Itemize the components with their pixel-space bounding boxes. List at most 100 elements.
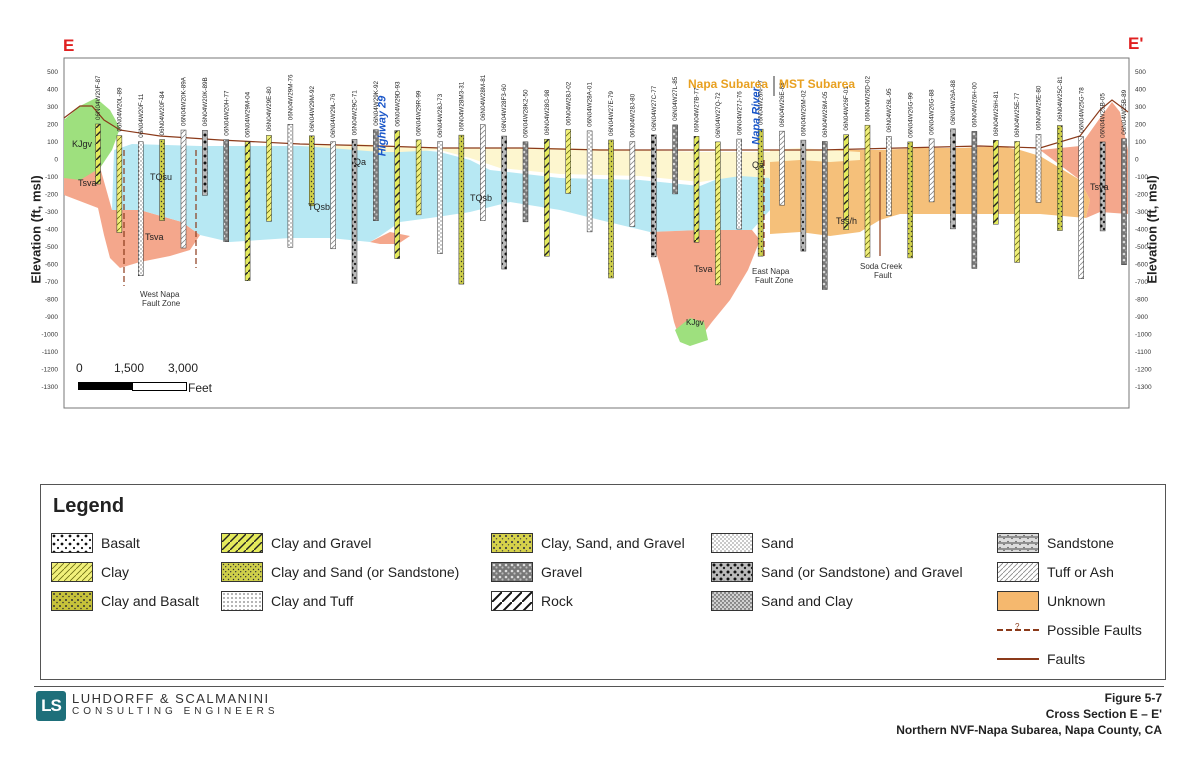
unit-label: TQsb — [308, 202, 331, 212]
well-column — [822, 141, 828, 290]
well-label: 06N04W26E-88 — [779, 82, 786, 127]
well-label: 06N04W29L-76 — [330, 93, 337, 138]
well-label: 06N04W29M-76 — [287, 74, 294, 120]
well-column — [522, 141, 529, 223]
legend-item-clay-sand-gravel: Clay, Sand, and Gravel — [491, 533, 685, 553]
section-end-label: E' — [1128, 34, 1144, 53]
well-column — [330, 141, 336, 250]
well-column — [373, 129, 379, 221]
well-column — [608, 139, 614, 279]
fault-label: Fault — [874, 271, 892, 280]
unit-label: Qa — [752, 160, 765, 170]
elevation-tick-left: 200 — [47, 122, 58, 129]
well-label: 06N04W29K-92 — [373, 80, 380, 125]
well-label: 06N04W28M-81 — [480, 74, 487, 120]
well-column — [779, 130, 785, 206]
elevation-tick-right: -1200 — [1135, 367, 1152, 374]
legend-item-clay-gravel: Clay and Gravel — [221, 533, 371, 553]
well-column — [715, 141, 721, 286]
well-column — [415, 139, 422, 216]
fault-label: Fault Zone — [142, 299, 181, 308]
legend-item-sand-clay: Sand and Clay — [711, 591, 853, 611]
well-label: 06N04W29R-99 — [416, 90, 423, 136]
elevation-tick-left: -1300 — [41, 384, 58, 391]
well-label: 06N04W26M-05 — [822, 91, 829, 137]
subarea-right-label: MST Subarea — [779, 77, 856, 91]
well-label: 06N04W26N-77 — [758, 80, 765, 126]
well-label: 06N04W25B-05 — [1100, 93, 1107, 138]
elevation-tick-left: 0 — [54, 157, 58, 164]
elevation-tick-right: 100 — [1135, 139, 1146, 146]
well-column — [629, 141, 636, 227]
company-subtitle: CONSULTING ENGINEERS — [72, 706, 279, 717]
unit-kjgv-center — [675, 318, 708, 346]
elevation-tick-right: -700 — [1135, 279, 1148, 286]
elevation-tick-right: -1000 — [1135, 332, 1152, 339]
legend-item-clay: Clay — [51, 562, 129, 582]
legend-title: Legend — [53, 495, 125, 517]
unit-kjgv-left — [64, 98, 120, 180]
well-label: 06N04W27E-79 — [608, 91, 615, 136]
well-label: 06N04W20F-87 — [95, 75, 102, 120]
legend-item-clay-basalt: Clay and Basalt — [51, 591, 199, 611]
elevation-tick-left: -400 — [45, 227, 58, 234]
elevation-tick-left: -300 — [45, 209, 58, 216]
well-label: 06N04W20F-84 — [159, 91, 166, 136]
unit-label: TQsb — [470, 193, 493, 203]
section-start-label: E — [63, 36, 75, 55]
well-column — [95, 123, 101, 185]
well-label: 06N04W26F-01 — [843, 86, 850, 131]
well-label: 06N04W29E-80 — [266, 86, 273, 131]
elevation-tick-left: 100 — [47, 139, 58, 146]
figure-title: Cross Section E – E' — [1045, 707, 1162, 721]
well-label: 06N04W28F3-60 — [501, 84, 508, 132]
well-columns — [95, 123, 1127, 290]
well-column — [1078, 136, 1084, 279]
unit-label: Tss/h — [836, 216, 858, 226]
company-name: LUHDORFF & SCALMANINI — [72, 691, 270, 706]
well-column — [950, 128, 956, 230]
well-label: 06N04W26G-99 — [907, 92, 914, 138]
well-label: 06N04W29M-04 — [245, 91, 252, 137]
well-label: 06N04W20F-11 — [138, 93, 145, 137]
elevation-tick-right: 300 — [1135, 104, 1146, 111]
scale-bar-white — [132, 382, 187, 391]
well-column — [180, 129, 187, 249]
unit-label: KJgv — [686, 318, 704, 327]
scale-tick: 3,000 — [168, 361, 199, 375]
well-column — [993, 139, 999, 225]
elevation-tick-right: -1100 — [1135, 349, 1152, 356]
well-column — [651, 134, 657, 258]
elevation-tick-left: 300 — [47, 104, 58, 111]
legend-item-clay-sand: Clay and Sand (or Sandstone) — [221, 562, 459, 582]
elevation-tick-left: -1200 — [41, 367, 58, 374]
well-label: 06N04W29D-93 — [394, 81, 401, 127]
legend-item-sand: Sand — [711, 533, 794, 553]
axis-title-right: Elevation (ft, msl) — [1144, 175, 1160, 284]
well-column — [159, 139, 165, 221]
well-column — [800, 139, 807, 252]
unit-tsva-center — [650, 230, 760, 344]
elevation-tick-left: -900 — [45, 314, 58, 321]
scale-bar-black — [78, 382, 132, 390]
fault-label: West Napa — [140, 290, 180, 299]
subarea-left-label: Napa Subarea — [688, 77, 769, 91]
legend-item-sand-gravel: Sand (or Sandstone) and Gravel — [711, 562, 963, 582]
well-column — [757, 128, 764, 257]
legend-item-basalt: Basalt — [51, 533, 140, 553]
ground-surface-line — [63, 99, 1129, 151]
unit-label: Tsva — [694, 264, 713, 274]
well-label: 06N04W28A-01 — [587, 82, 594, 127]
legend-item-possible-faults: ? Possible Faults — [997, 622, 1142, 638]
elevation-tick-right: -900 — [1135, 314, 1148, 321]
well-label: 06N04W25E-77 — [1014, 92, 1021, 137]
unit-qa-right — [770, 148, 860, 162]
figure-subtitle: Northern NVF-Napa Subarea, Napa County, … — [896, 723, 1162, 737]
river-label: Napa River — [750, 87, 763, 145]
well-column — [886, 136, 892, 216]
well-column — [672, 124, 678, 195]
elevation-tick-right: -400 — [1135, 227, 1148, 234]
well-label: 06N04W26A-88 — [950, 80, 957, 125]
unit-label: KJgv — [72, 139, 93, 149]
